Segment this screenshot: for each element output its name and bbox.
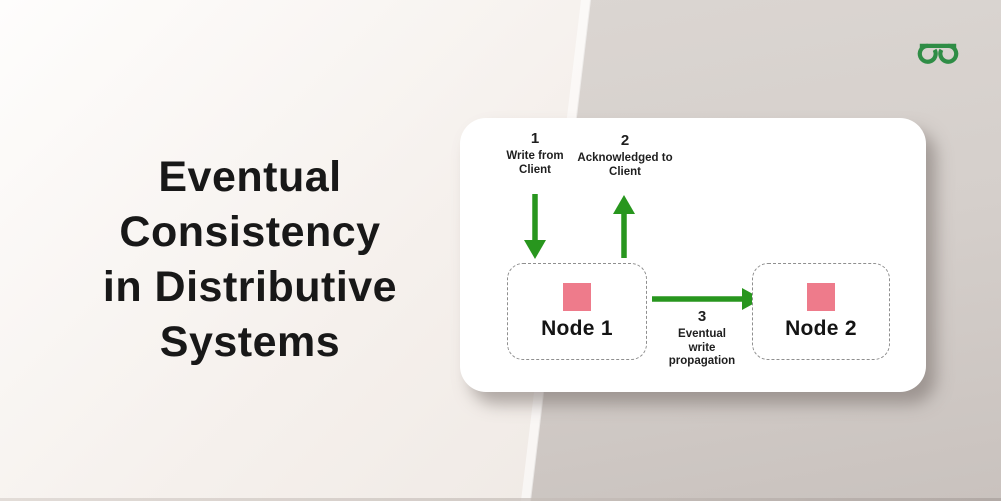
logo-right-g (938, 43, 959, 64)
node-2-box: Node 2 (752, 263, 890, 360)
title-line: Eventual (158, 153, 342, 201)
step-2-text: Client (609, 165, 641, 178)
node-2-label: Node 2 (785, 317, 857, 340)
title-line: Consistency (119, 208, 381, 256)
logo-left-g (917, 43, 938, 64)
step-3-number: 3 (697, 308, 707, 325)
arrow-up-icon (613, 195, 635, 258)
arrow-down-icon (524, 194, 546, 259)
step-1-label: 1 Write from Client (485, 130, 585, 177)
bottom-edge-line (0, 498, 1001, 501)
step-1-number: 1 (530, 130, 540, 147)
geeksforgeeks-logo-icon (917, 43, 959, 64)
step-3-text: propagation (668, 355, 736, 367)
step-2-text: Acknowledged to (577, 152, 673, 164)
step-2-number: 2 (620, 132, 630, 149)
step-1-text: Write from (506, 150, 564, 162)
title-line: in Distributive (102, 263, 398, 311)
step-1-text: Client (519, 163, 551, 176)
node-2-data-square (807, 283, 835, 311)
diagram-card: 1 Write from Client 2 Acknowledged to Cl… (460, 118, 926, 392)
page-title: Eventual Consistency in Distributive Sys… (40, 150, 460, 370)
node-1-box: Node 1 (507, 263, 647, 360)
arrow-up-head (613, 195, 635, 214)
arrow-down-head (524, 240, 546, 259)
node-1-label: Node 1 (541, 317, 613, 340)
step-3-text: write (688, 341, 716, 354)
step-3-label: 3 Eventual write propagation (643, 308, 761, 369)
step-3-text: Eventual (678, 328, 726, 340)
node-1-data-square (563, 283, 591, 311)
step-2-label: 2 Acknowledged to Client (564, 132, 686, 179)
title-line: Systems (159, 318, 341, 366)
